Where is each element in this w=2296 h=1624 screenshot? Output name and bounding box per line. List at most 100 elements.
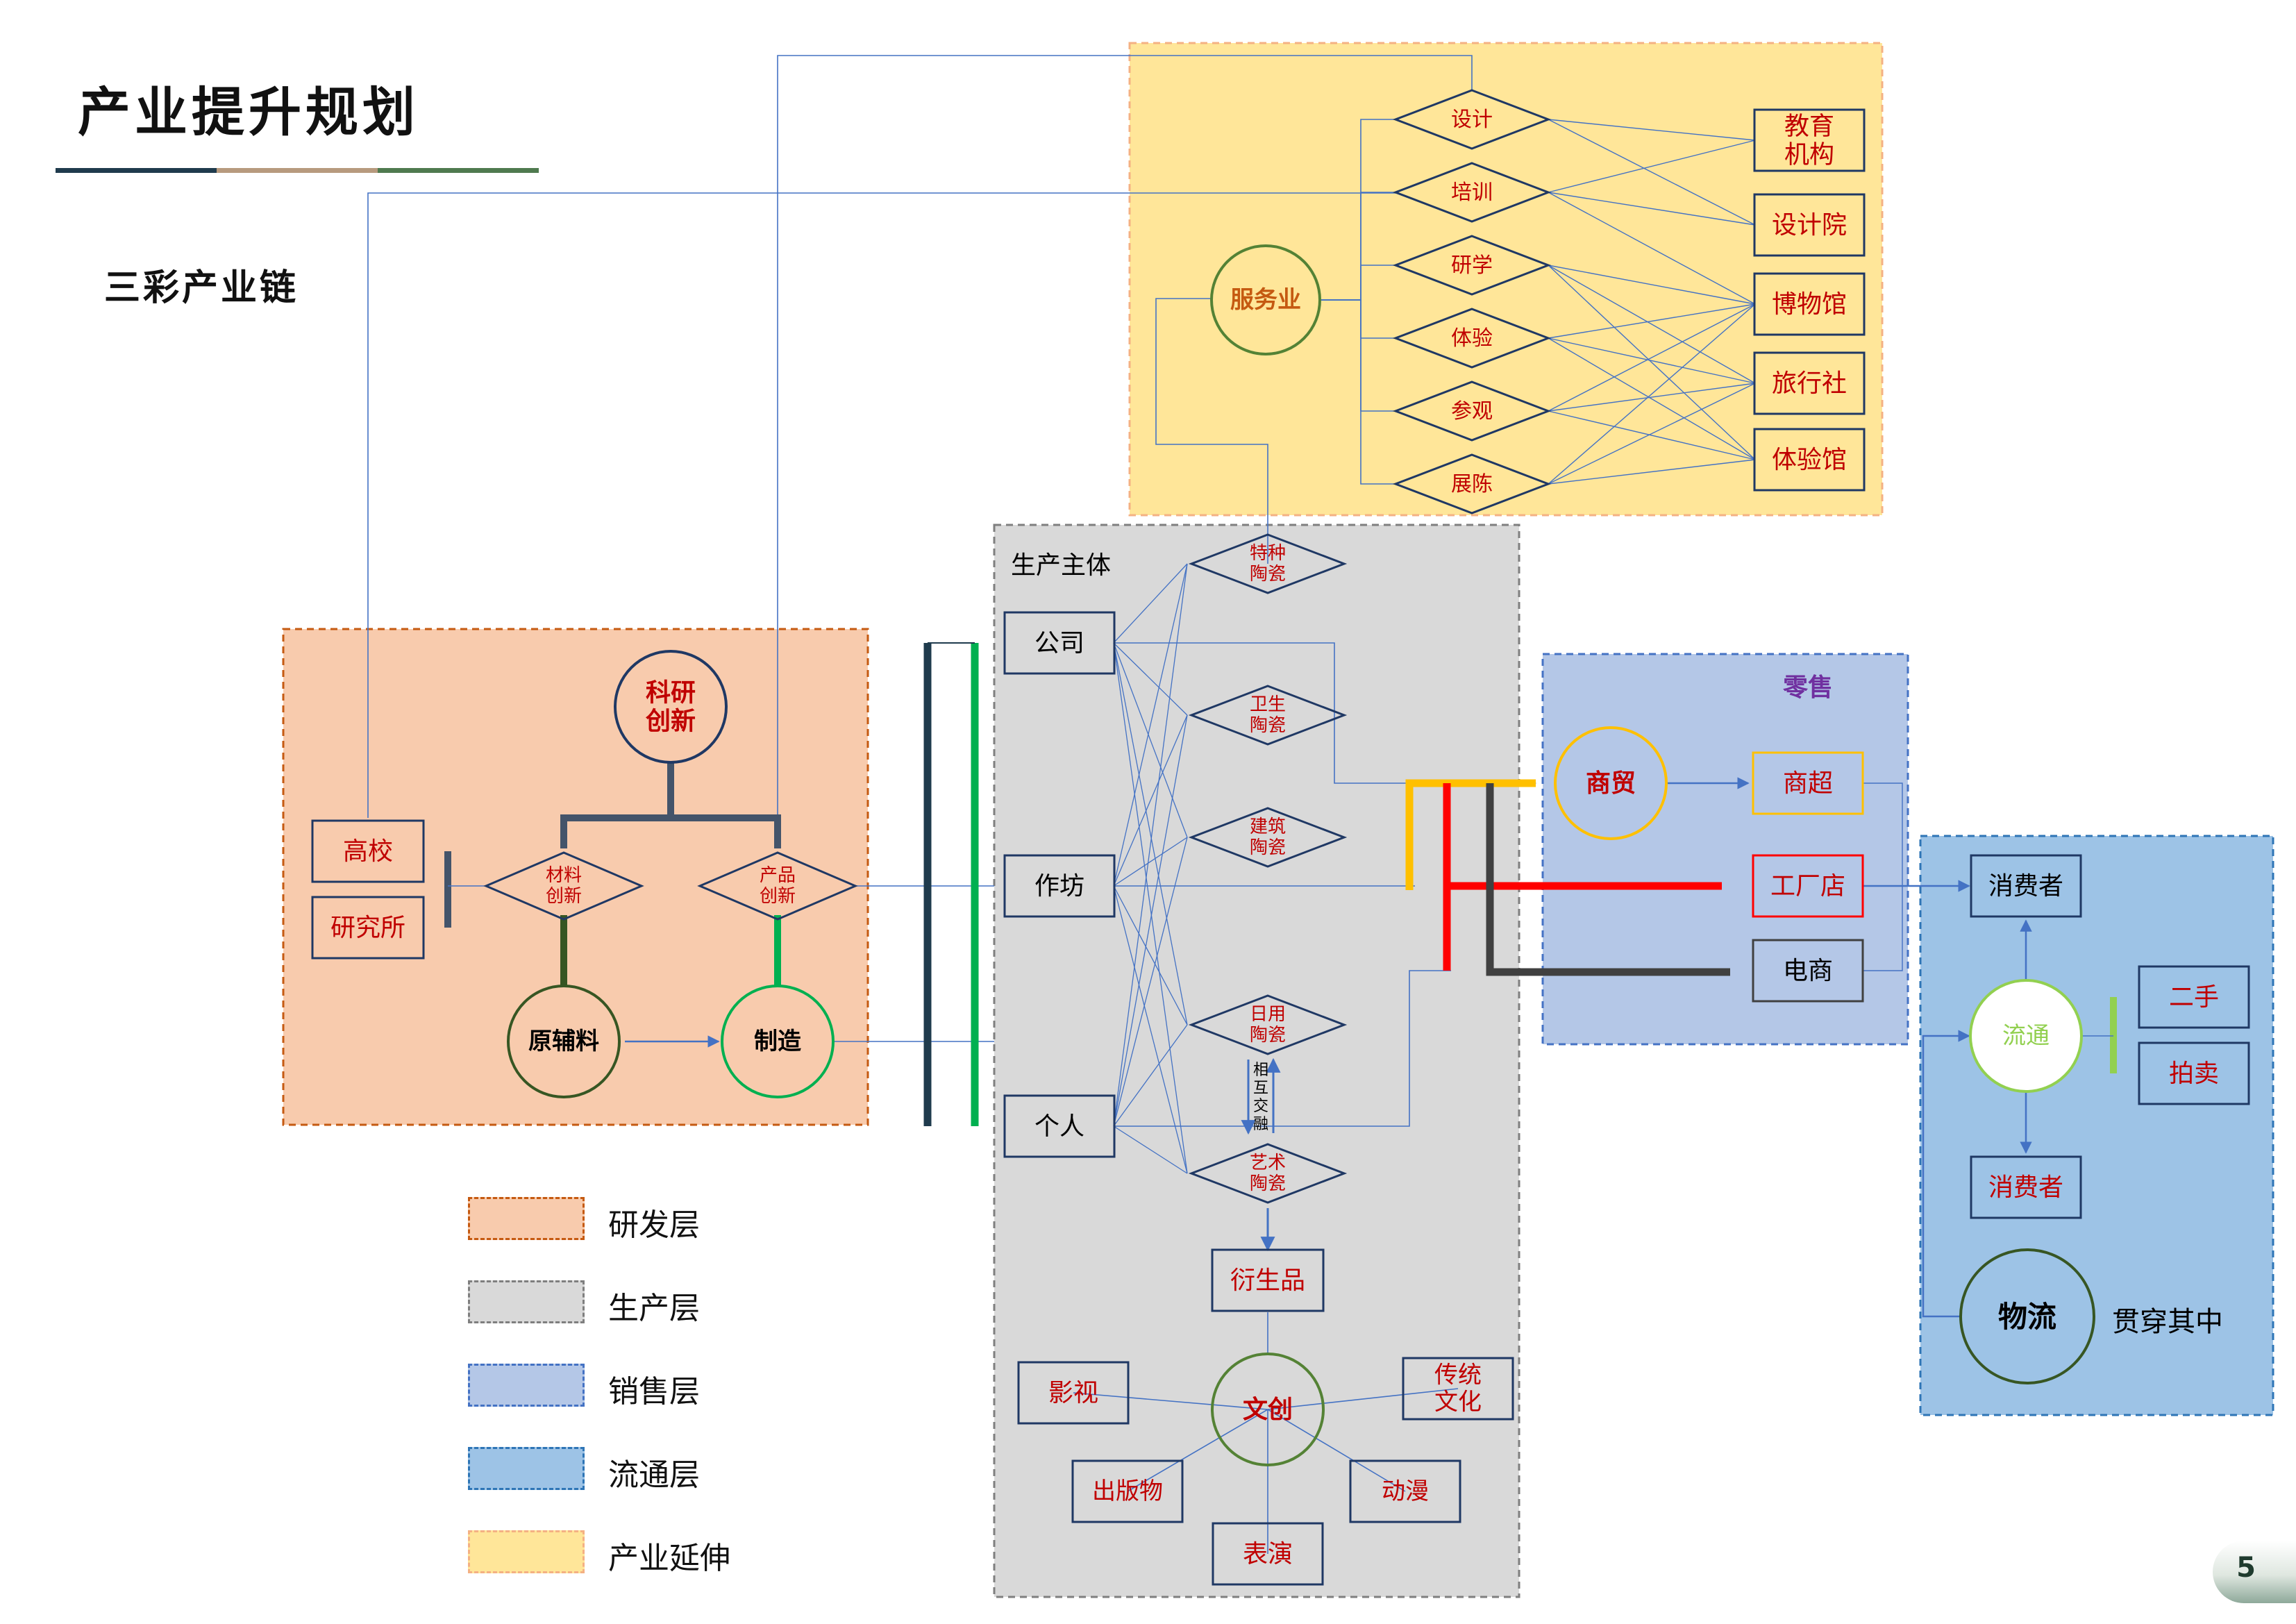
connector-activity-institution xyxy=(1548,303,1756,412)
connector-cultural-item xyxy=(1267,1409,1406,1492)
supermarket-box-label: 商超 xyxy=(1783,769,1833,798)
second-hand-box-label: 二手 xyxy=(2169,983,2219,1012)
auction-box-label: 拍卖 xyxy=(2169,1060,2219,1088)
connector-subject-type xyxy=(1113,714,1188,1127)
cultural-creative-node xyxy=(1211,1353,1325,1466)
cultural-item-2 xyxy=(1071,1459,1184,1523)
consumer-top-box xyxy=(1970,854,2082,918)
connector-subject-type xyxy=(1113,642,1188,716)
connector-subject-type xyxy=(1113,642,1188,838)
connector-activity-institution xyxy=(1548,383,1756,485)
route-gray xyxy=(1486,783,1730,976)
cultural-item-3-label: 动漫 xyxy=(1382,1477,1429,1505)
production-header: 生产主体 xyxy=(1011,551,1111,580)
production-region xyxy=(993,524,1520,1598)
university-box xyxy=(311,819,425,883)
connector-activity-institution xyxy=(1548,265,1756,305)
activity-4 xyxy=(1392,380,1552,442)
subject-2 xyxy=(1003,1094,1116,1158)
connector-individual-sales xyxy=(1114,970,1451,1127)
ceramic-type-2 xyxy=(1188,807,1348,868)
connector-subject-type xyxy=(1113,885,1188,1026)
cultural-item-2-label: 出版物 xyxy=(1092,1477,1163,1505)
connector-activity-institution xyxy=(1548,265,1756,384)
subject-0 xyxy=(1003,611,1116,675)
subject-1-label: 作坊 xyxy=(1034,872,1084,901)
raw-material-node xyxy=(507,985,621,1098)
institution-3-label: 旅行社 xyxy=(1772,369,1847,398)
factory-store-box-label: 工厂店 xyxy=(1770,872,1845,901)
ceramic-type-4-label: 艺术陶瓷 xyxy=(1250,1153,1286,1194)
subject-1 xyxy=(1003,854,1116,918)
activity-3 xyxy=(1392,308,1552,369)
cultural-creative-node-label: 文创 xyxy=(1243,1395,1293,1424)
circulation-node-label: 流通 xyxy=(2002,1022,2050,1050)
page-title: 产业提升规划 xyxy=(78,81,419,143)
tree-right xyxy=(671,814,781,848)
connector-subject-type xyxy=(1113,642,1188,1026)
connector-subject-type xyxy=(1113,563,1188,1127)
page-subtitle: 三彩产业链 xyxy=(104,267,299,309)
product-innovation-node-label: 产品创新 xyxy=(760,865,796,907)
cultural-item-1 xyxy=(1402,1357,1514,1421)
ecommerce-box xyxy=(1752,939,1864,1003)
cultural-item-4-label: 表演 xyxy=(1243,1540,1293,1568)
activity-3-label: 体验 xyxy=(1451,326,1493,351)
institution-0 xyxy=(1753,108,1866,172)
supermarket-box xyxy=(1752,751,1864,815)
ceramic-type-2-label: 建筑陶瓷 xyxy=(1250,817,1286,858)
institution-4 xyxy=(1753,428,1866,492)
page-number-badge xyxy=(2213,1541,2296,1603)
connector-activity-institution xyxy=(1548,303,1756,485)
connector-activity-institution xyxy=(1548,459,1756,485)
tree-left xyxy=(560,761,674,848)
material-innovation-node xyxy=(483,851,644,921)
subject-2-label: 个人 xyxy=(1034,1112,1084,1141)
connector-subject-type xyxy=(1113,1125,1188,1174)
university-box-label: 高校 xyxy=(343,837,393,866)
cultural-item-1-label: 传统文化 xyxy=(1434,1361,1482,1416)
connector-activity-institution xyxy=(1548,337,1756,460)
sci-innovation-node xyxy=(614,650,728,764)
activity-1 xyxy=(1392,162,1552,223)
ceramic-type-1 xyxy=(1188,685,1348,746)
connector-activity-institution xyxy=(1548,410,1756,460)
logistics-loop xyxy=(1922,1030,1970,1318)
derivative-box-label: 衍生品 xyxy=(1230,1266,1305,1295)
sales-bracket xyxy=(1863,782,1903,971)
activity-5 xyxy=(1392,453,1552,514)
institute-box-label: 研究所 xyxy=(330,914,405,942)
circulation-region xyxy=(1919,835,2274,1416)
connector-subject-type xyxy=(1113,1024,1188,1127)
manufacturing-node-label: 制造 xyxy=(754,1028,801,1055)
consumer-bottom-box xyxy=(1970,1155,2082,1219)
sales-region xyxy=(1541,653,1909,1046)
title-underline-dark xyxy=(56,168,217,173)
cultural-item-4 xyxy=(1212,1522,1324,1586)
ceramic-type-3 xyxy=(1188,994,1348,1055)
connector-subject-type xyxy=(1113,642,1188,1174)
connector-activity-institution xyxy=(1548,303,1756,339)
legend-swatch-rd xyxy=(468,1197,585,1240)
connector-activity-institution xyxy=(1548,192,1756,305)
manufacturing-node xyxy=(721,985,835,1098)
ecommerce-box-label: 电商 xyxy=(1783,957,1833,985)
factory-store-box xyxy=(1752,854,1864,918)
connector-subject-type xyxy=(1113,714,1188,887)
activity-0-label: 设计 xyxy=(1451,108,1493,132)
institution-0-label: 教育机构 xyxy=(1784,112,1834,169)
institution-1 xyxy=(1753,193,1866,257)
legend-swatch-ext xyxy=(468,1530,585,1573)
legend-label-prod: 生产层 xyxy=(608,1291,700,1326)
cultural-item-0-label: 影视 xyxy=(1048,1379,1098,1407)
consumer-bottom-box-label: 消费者 xyxy=(1988,1173,2063,1202)
logistics-node xyxy=(1959,1248,2095,1384)
connector-subject-type xyxy=(1113,885,1188,1174)
activity-1-label: 培训 xyxy=(1451,181,1493,205)
logistics-node-label: 物流 xyxy=(1998,1300,2056,1334)
connector-activity-institution xyxy=(1548,119,1756,226)
consumer-top-box-label: 消费者 xyxy=(1988,872,2063,901)
institute-box xyxy=(311,896,425,960)
